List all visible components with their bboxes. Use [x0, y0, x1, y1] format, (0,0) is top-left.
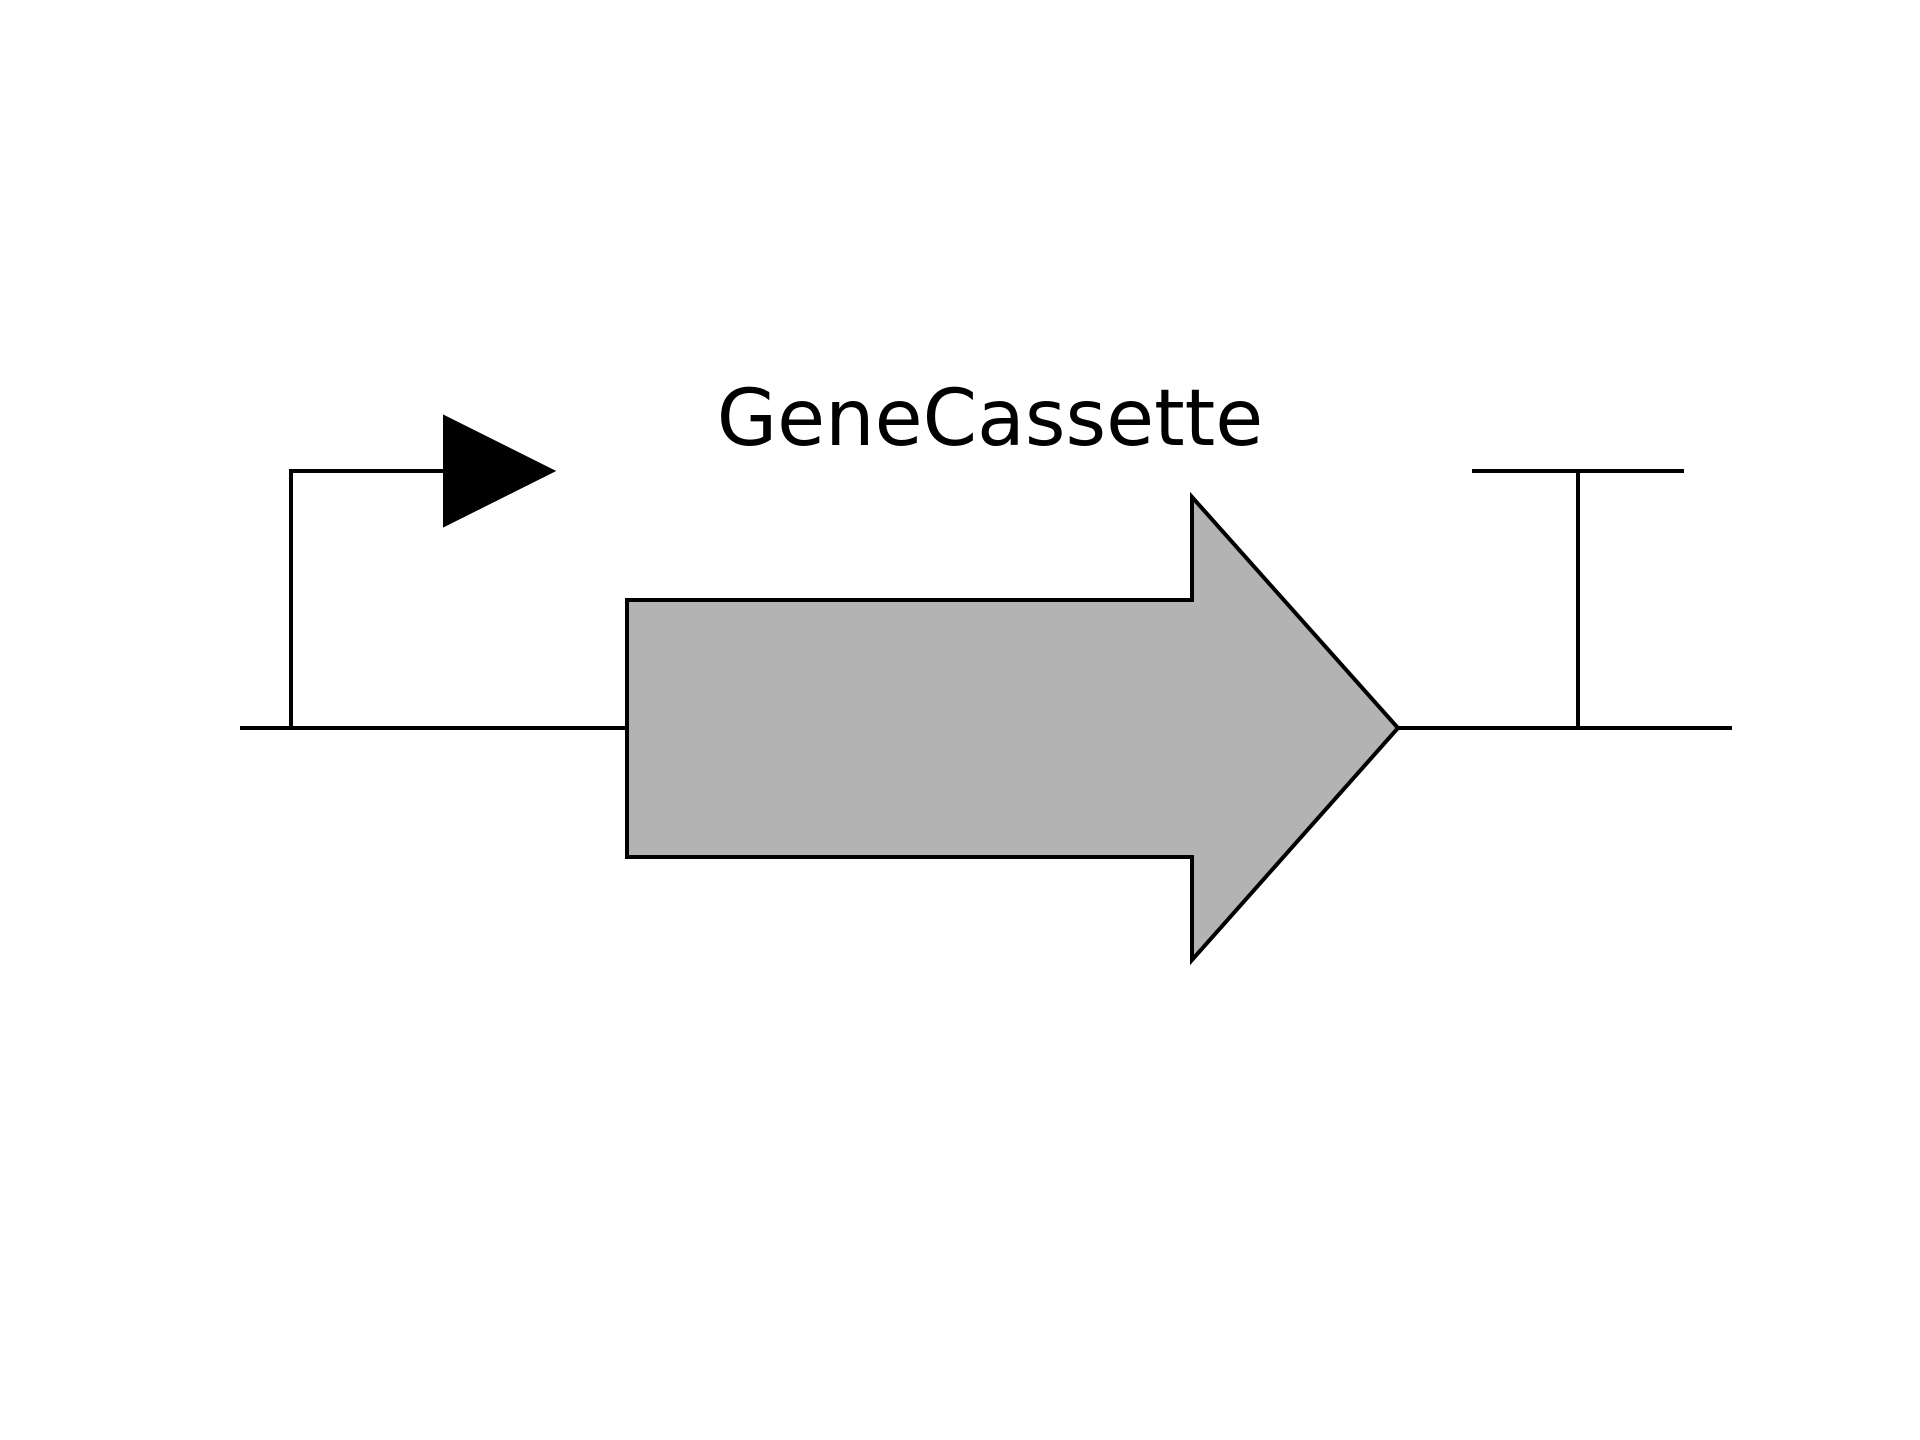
diagram-title: GeneCassette: [717, 374, 1264, 464]
promoter-bent-arrow-icon: [289, 414, 557, 728]
promoter-stem: [289, 469, 446, 728]
promoter-arrowhead: [443, 414, 557, 528]
terminator-t-icon: [1472, 469, 1684, 728]
cds-arrow-icon: [625, 491, 1401, 966]
